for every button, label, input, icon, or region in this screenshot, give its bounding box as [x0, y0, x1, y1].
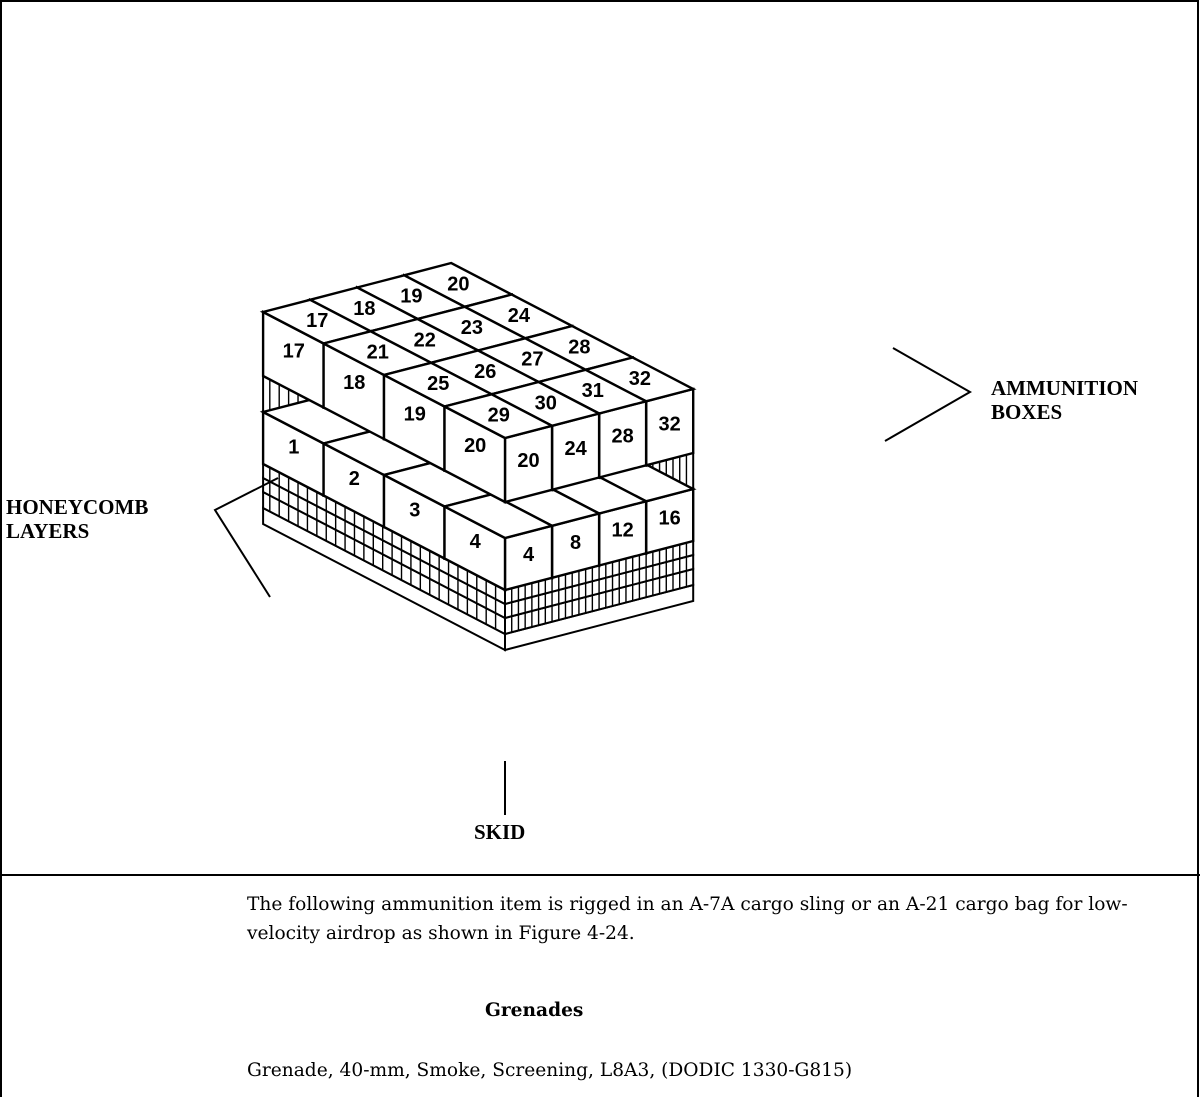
- ammunition-boxes-leader: [884, 347, 973, 442]
- box-number: 24: [564, 438, 587, 460]
- ammunition-boxes-drawing: [259, 261, 697, 592]
- honeycomb-layer: [262, 490, 695, 636]
- ammo-box-upper: [441, 393, 556, 504]
- box-number: 21: [367, 342, 389, 364]
- box-number: 1: [288, 436, 299, 458]
- box-numbers: 17 18 19 20 21 22 23 24 25 26 27 28 29 30 31 32 17 1 18 2 19…: [283, 273, 681, 566]
- ammunition-boxes-label-line1: AMMUNITION: [991, 376, 1138, 400]
- ammo-box-lower: [441, 493, 556, 592]
- box-number: 18: [343, 372, 365, 394]
- box-number: 28: [568, 336, 590, 358]
- box-number: 17: [283, 340, 305, 362]
- box-number: 19: [400, 286, 422, 308]
- intro-paragraph: The following ammunition item is rigged …: [247, 894, 1128, 944]
- box-number: 32: [658, 413, 680, 435]
- honeycomb-layers-leader: [213, 477, 279, 598]
- ammunition-boxes-label-line2: BOXES: [991, 400, 1063, 424]
- box-number: 18: [353, 298, 375, 320]
- box-number: 19: [404, 403, 426, 425]
- box-number: 20: [447, 273, 469, 295]
- ammunition-boxes-label: AMMUNITION BOXES: [991, 376, 1138, 424]
- box-number: 27: [521, 349, 543, 371]
- box-number: 23: [461, 317, 483, 339]
- box-number: 20: [517, 450, 539, 472]
- box-number: 20: [464, 435, 486, 457]
- box-number: 4: [523, 544, 535, 566]
- box-number: 30: [535, 392, 557, 414]
- box-number: 12: [611, 520, 633, 542]
- box-number: 28: [611, 426, 633, 448]
- honeycomb-layers-label-line1: HONEYCOMB: [6, 495, 149, 519]
- box-number: 25: [427, 373, 449, 395]
- box-number: 32: [629, 368, 651, 390]
- box-number: 16: [658, 507, 680, 529]
- box-number: 4: [470, 531, 482, 553]
- box-number: 31: [582, 380, 604, 402]
- box-number: 29: [488, 405, 510, 427]
- honeycomb-layers-label-line2: LAYERS: [6, 519, 90, 543]
- ammo-item: Grenade, 40-mm, Smoke, Screening, L8A3, …: [247, 1060, 853, 1081]
- box-number: 26: [474, 361, 496, 383]
- callout-leader-lines: [213, 347, 973, 815]
- box-number: 24: [508, 305, 531, 327]
- box-number: 22: [414, 329, 436, 351]
- honeycomb-layers-label: HONEYCOMB LAYERS: [6, 495, 148, 543]
- skid-label: SKID: [474, 820, 526, 844]
- box-number: 2: [349, 468, 360, 490]
- section-heading: Grenades: [485, 1000, 584, 1021]
- box-number: 17: [306, 310, 328, 332]
- honeycomb-layer: [262, 476, 695, 620]
- box-number: 3: [409, 499, 420, 521]
- box-number: 8: [570, 532, 581, 554]
- figure-text: The following ammunition item is rigged …: [247, 890, 1187, 1081]
